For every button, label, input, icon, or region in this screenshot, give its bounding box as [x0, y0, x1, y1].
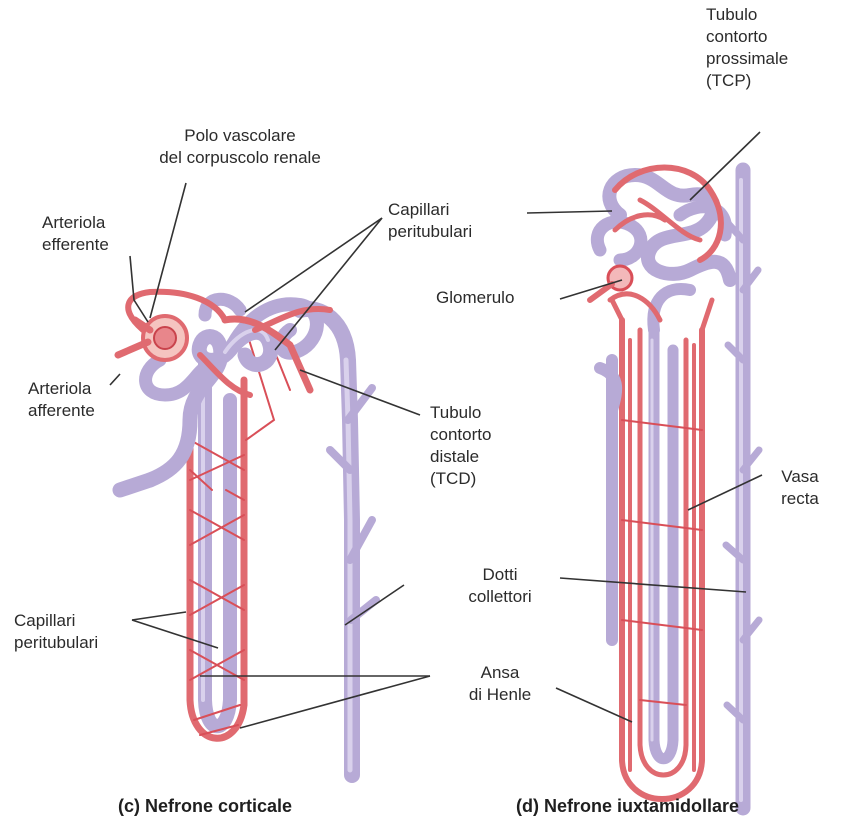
label-vasa-recta: Vasa recta [765, 466, 835, 510]
caption-nefrone-iuxtamidollare: (d) Nefrone iuxtamidollare [516, 796, 739, 817]
label-polo-vascolare: Polo vascolare del corpuscolo renale [125, 125, 355, 169]
label-line: Arteriola [28, 378, 95, 400]
label-line: afferente [28, 400, 95, 422]
label-arteriola-efferente: Arteriola efferente [42, 212, 109, 256]
label-capillari-top: Capillari peritubulari [388, 199, 472, 243]
vasa-recta [622, 320, 702, 799]
label-ansa-henle: Ansa di Henle [440, 662, 560, 706]
label-line: Capillari [14, 610, 98, 632]
label-tubulo-prossimale: Tubulo contorto prossimale (TCP) [706, 4, 788, 92]
label-line: (TCP) [706, 70, 788, 92]
label-line: Tubulo [430, 402, 491, 424]
caption-nefrone-corticale: (c) Nefrone corticale [118, 796, 292, 817]
label-line: contorto [706, 26, 788, 48]
label-line: Polo vascolare [125, 125, 355, 147]
loop-of-henle-d [654, 330, 673, 759]
label-line: efferente [42, 234, 109, 256]
label-line: Arteriola [42, 212, 109, 234]
label-line: peritubulari [14, 632, 98, 654]
label-line: Ansa [440, 662, 560, 684]
label-line: del corpuscolo renale [125, 147, 355, 169]
label-line: peritubulari [388, 221, 472, 243]
label-line: di Henle [440, 684, 560, 706]
label-glomerulo: Glomerulo [436, 287, 514, 309]
loop-of-henle-c [205, 360, 230, 726]
label-line: collettori [440, 586, 560, 608]
label-dotti-collettori: Dotti collettori [440, 564, 560, 608]
label-line: Vasa [765, 466, 835, 488]
label-line: Dotti [440, 564, 560, 586]
label-line: contorto [430, 424, 491, 446]
cortical-nephron [118, 292, 376, 775]
label-line: (TCD) [430, 468, 491, 490]
label-tubulo-distale: Tubulo contorto distale (TCD) [430, 402, 491, 490]
label-line: Tubulo [706, 4, 788, 26]
label-arteriola-afferente: Arteriola afferente [28, 378, 95, 422]
label-line: recta [765, 488, 835, 510]
label-capillari-left: Capillari peritubulari [14, 610, 98, 654]
label-line: prossimale [706, 48, 788, 70]
label-line: distale [430, 446, 491, 468]
label-line: Capillari [388, 199, 472, 221]
